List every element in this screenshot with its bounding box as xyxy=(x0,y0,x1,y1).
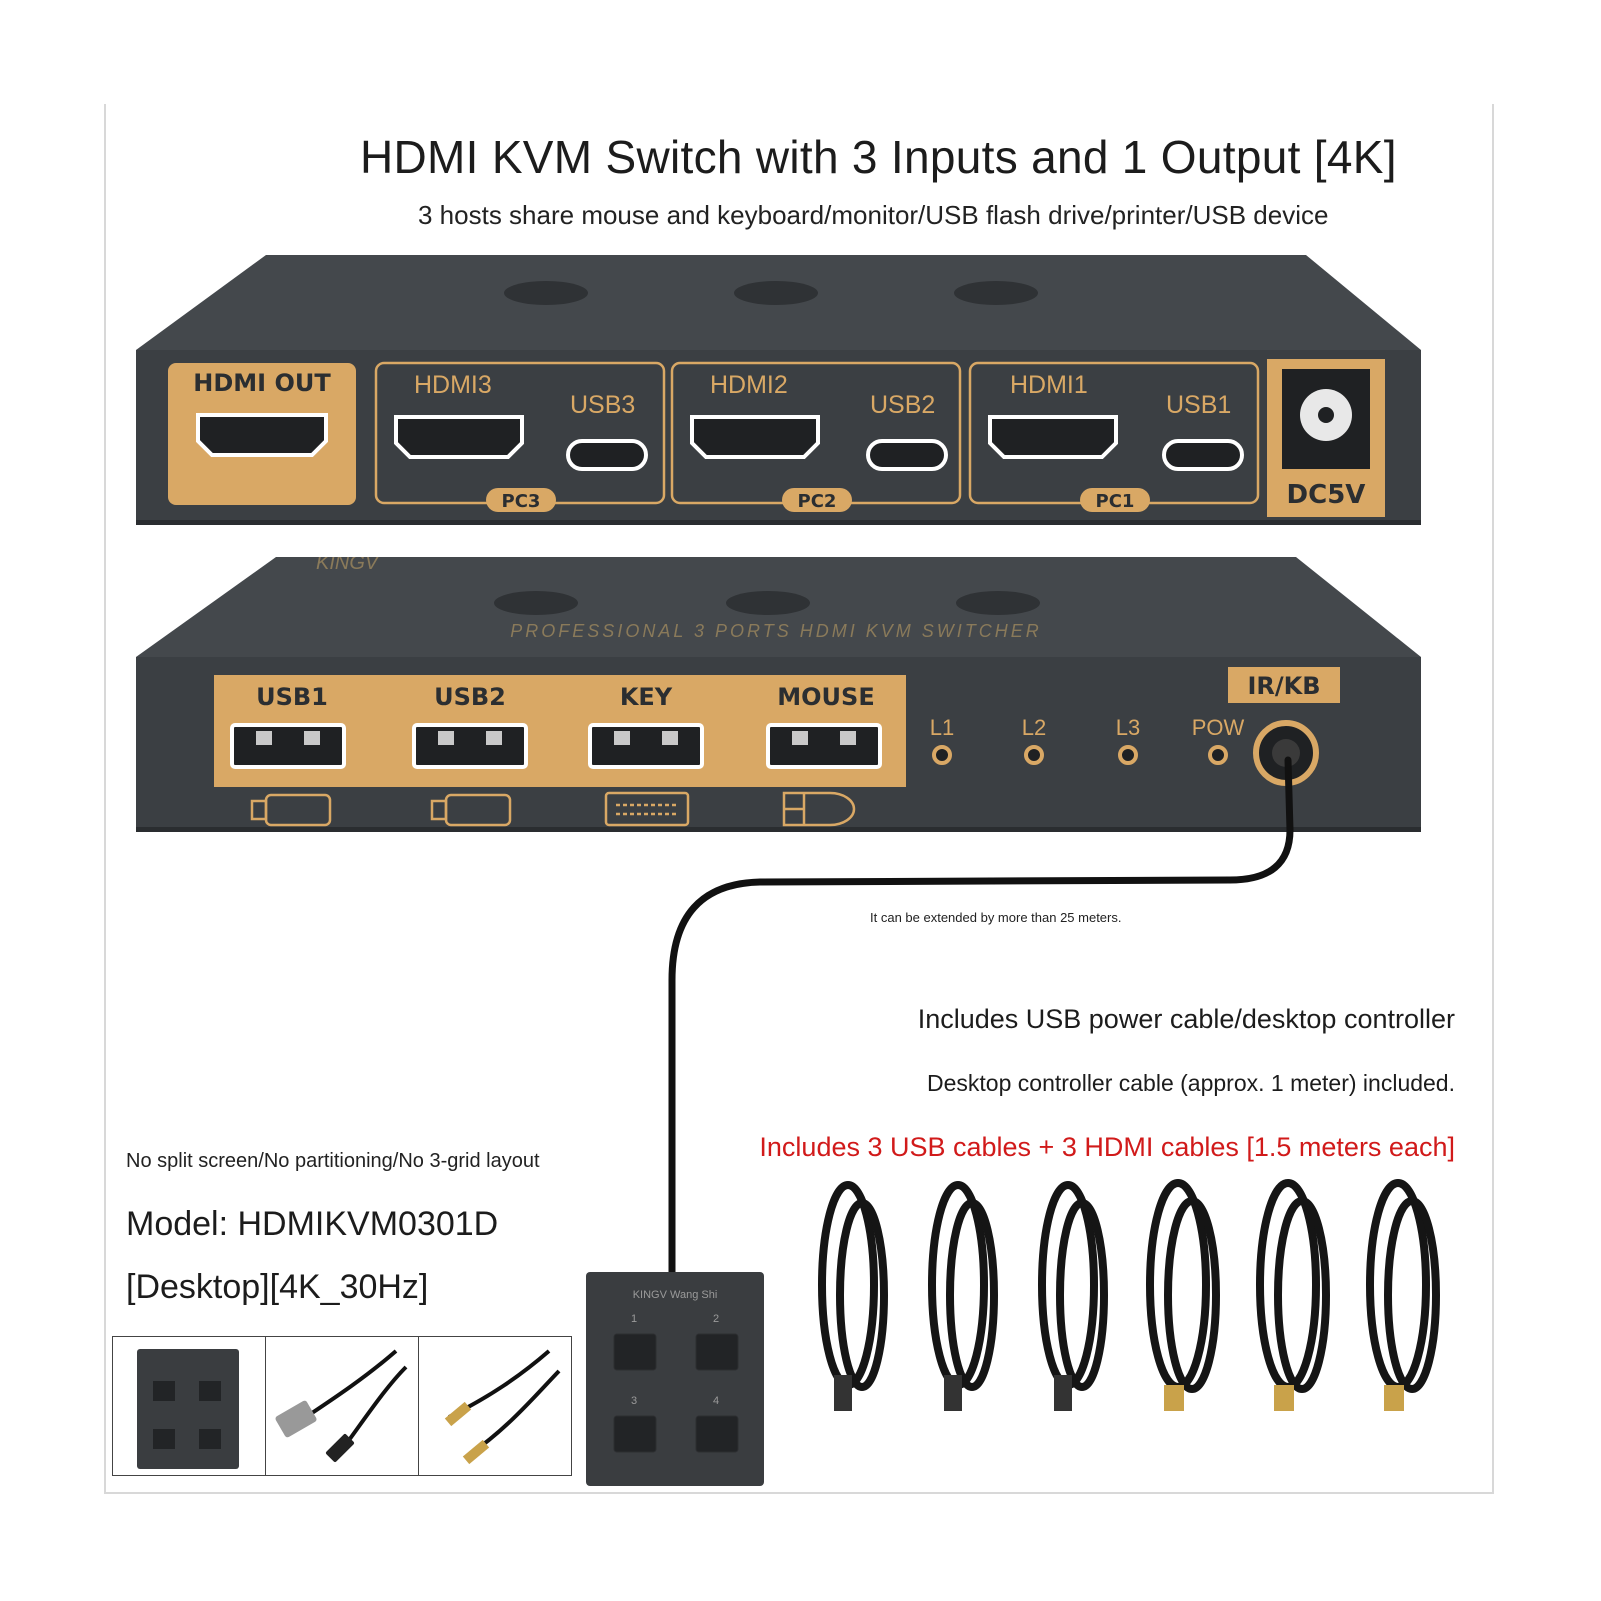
hdmi-cable-1 xyxy=(1146,1179,1220,1393)
usb-cable-1 xyxy=(818,1181,888,1391)
hdmi1-port xyxy=(988,415,1118,459)
usb3-port xyxy=(566,439,648,471)
front-brand-print: KINGV xyxy=(316,557,380,574)
usb-drive-icon xyxy=(430,793,512,827)
hdmi-cable-3 xyxy=(1366,1179,1440,1393)
controller-key-3-label: 3 xyxy=(631,1395,637,1407)
hdmi2-label: HDMI2 xyxy=(710,371,788,399)
front-button-pc3[interactable] xyxy=(956,591,1040,615)
front-button-pc1[interactable] xyxy=(494,591,578,615)
usb-cable-2 xyxy=(928,1181,998,1391)
hdmi3-label: HDMI3 xyxy=(414,371,492,399)
page-subtitle: 3 hosts share mouse and keyboard/monitor… xyxy=(418,200,1329,230)
led-l2-label: L2 xyxy=(1022,715,1046,740)
spec-text: [Desktop][4K_30Hz] xyxy=(126,1268,429,1306)
usb2-label: USB2 xyxy=(870,391,935,419)
led-l3 xyxy=(1118,745,1138,765)
usb-cable-3 xyxy=(1038,1181,1108,1391)
hdmi2-port xyxy=(690,415,820,459)
usb-drive-icon xyxy=(250,793,332,827)
controller-key-4-label: 4 xyxy=(713,1395,719,1407)
group-pc2: HDMI2 USB2 PC2 xyxy=(670,361,962,512)
front-button-pc2[interactable] xyxy=(726,591,810,615)
thumb-controller xyxy=(113,1337,266,1475)
hdmi-out-port xyxy=(196,413,328,457)
usb1-rear-port xyxy=(1162,439,1244,471)
controller-key-2[interactable] xyxy=(695,1333,739,1371)
rear-button-pc3[interactable] xyxy=(504,281,588,305)
controller-cable-text: Desktop controller cable (approx. 1 mete… xyxy=(927,1070,1455,1096)
image-frame xyxy=(104,104,1494,1494)
hdmi1-label: HDMI1 xyxy=(1010,371,1088,399)
pc1-tag: PC1 xyxy=(1096,491,1135,512)
rear-button-pc1[interactable] xyxy=(954,281,1038,305)
ir-kb-label: IR/KB xyxy=(1247,672,1320,700)
pc3-tag: PC3 xyxy=(502,491,541,512)
front-usb2-label: USB2 xyxy=(434,683,506,711)
usb2-port xyxy=(866,439,948,471)
rear-button-pc2[interactable] xyxy=(734,281,818,305)
hdmi3-port xyxy=(394,415,524,459)
controller-key-3[interactable] xyxy=(613,1415,657,1453)
led-l1-label: L1 xyxy=(930,715,954,740)
includes-power-text: Includes USB power cable/desktop control… xyxy=(917,1004,1455,1034)
front-mouse-port xyxy=(766,723,882,769)
front-usb1-port xyxy=(230,723,346,769)
led-pow-label: POW xyxy=(1192,715,1245,740)
controller-key-2-label: 2 xyxy=(713,1313,719,1325)
front-mouse-label: MOUSE xyxy=(777,683,874,711)
group-pc3: HDMI3 USB3 PC3 xyxy=(374,361,666,512)
front-panel-device: KINGV PROFESSIONAL 3 PORTS HDMI KVM SWIT… xyxy=(136,557,1421,832)
led-l1 xyxy=(932,745,952,765)
usb1-rear-label: USB1 xyxy=(1166,391,1231,419)
front-key-label: KEY xyxy=(620,683,673,711)
controller-brand: KINGV Wang Shi xyxy=(633,1289,718,1301)
desktop-controller: KINGV Wang Shi 1 2 3 4 xyxy=(586,1272,764,1486)
usb3-label: USB3 xyxy=(570,391,635,419)
led-l3-label: L3 xyxy=(1116,715,1140,740)
rear-panel-device: HDMI OUT HDMI3 USB3 PC3 HDMI2 USB2 PC2 H… xyxy=(136,255,1421,525)
group-pc1: HDMI1 USB1 PC1 xyxy=(968,361,1260,512)
model-text: Model: HDMIKVM0301D xyxy=(126,1205,499,1243)
front-usb2-port xyxy=(412,723,528,769)
pc2-tag: PC2 xyxy=(798,491,837,512)
led-l2 xyxy=(1024,745,1044,765)
no-split-note: No split screen/No partitioning/No 3-gri… xyxy=(126,1150,540,1172)
extend-note: It can be extended by more than 25 meter… xyxy=(870,910,1122,925)
accessory-thumbnails xyxy=(112,1336,572,1476)
controller-key-4[interactable] xyxy=(695,1415,739,1453)
led-pow xyxy=(1208,745,1228,765)
included-cables xyxy=(818,1179,1440,1411)
page-title: HDMI KVM Switch with 3 Inputs and 1 Outp… xyxy=(360,131,1397,183)
thumb-usb-power-cable xyxy=(266,1337,419,1475)
front-key-port xyxy=(588,723,704,769)
thumb-audio-cable xyxy=(419,1337,571,1475)
dc5v-label: DC5V xyxy=(1287,480,1366,510)
controller-key-1[interactable] xyxy=(613,1333,657,1371)
front-usb1-label: USB1 xyxy=(256,683,328,711)
ir-kb-badge xyxy=(1228,667,1340,703)
hdmi-out-label: HDMI OUT xyxy=(193,369,331,397)
controller-key-1-label: 1 xyxy=(631,1313,637,1325)
hdmi-cable-2 xyxy=(1256,1179,1330,1393)
cables-included-text: Includes 3 USB cables + 3 HDMI cables [1… xyxy=(759,1132,1455,1162)
front-top-print: PROFESSIONAL 3 PORTS HDMI KVM SWITCHER xyxy=(510,621,1041,641)
